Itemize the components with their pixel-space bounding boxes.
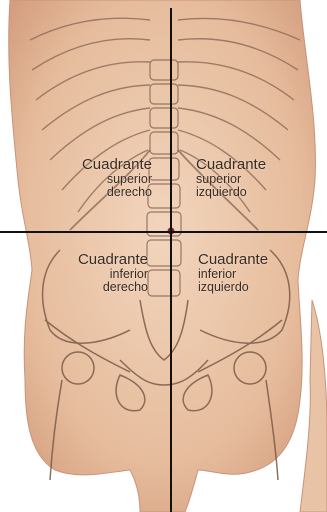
label-si-line1: Cuadrante xyxy=(196,157,306,173)
label-si-line3: izquierdo xyxy=(196,186,306,199)
label-ii-line3: izquierdo xyxy=(198,281,308,294)
label-sd-line3: derecho xyxy=(52,186,152,199)
label-id-line3: derecho xyxy=(38,281,148,294)
label-cuadrante-inferior-derecho: Cuadrante inferior derecho xyxy=(38,252,148,294)
label-id-line1: Cuadrante xyxy=(38,252,148,268)
label-sd-line1: Cuadrante xyxy=(52,157,152,173)
label-si-line2: superior xyxy=(196,173,306,186)
label-cuadrante-superior-derecho: Cuadrante superior derecho xyxy=(52,157,152,199)
label-ii-line1: Cuadrante xyxy=(198,252,308,268)
label-ii-line2: inferior xyxy=(198,268,308,281)
label-cuadrante-inferior-izquierdo: Cuadrante inferior izquierdo xyxy=(198,252,308,294)
label-sd-line2: superior xyxy=(52,173,152,186)
arm-shadow-right xyxy=(300,300,327,512)
label-cuadrante-superior-izquierdo: Cuadrante superior izquierdo xyxy=(196,157,306,199)
label-id-line2: inferior xyxy=(38,268,148,281)
